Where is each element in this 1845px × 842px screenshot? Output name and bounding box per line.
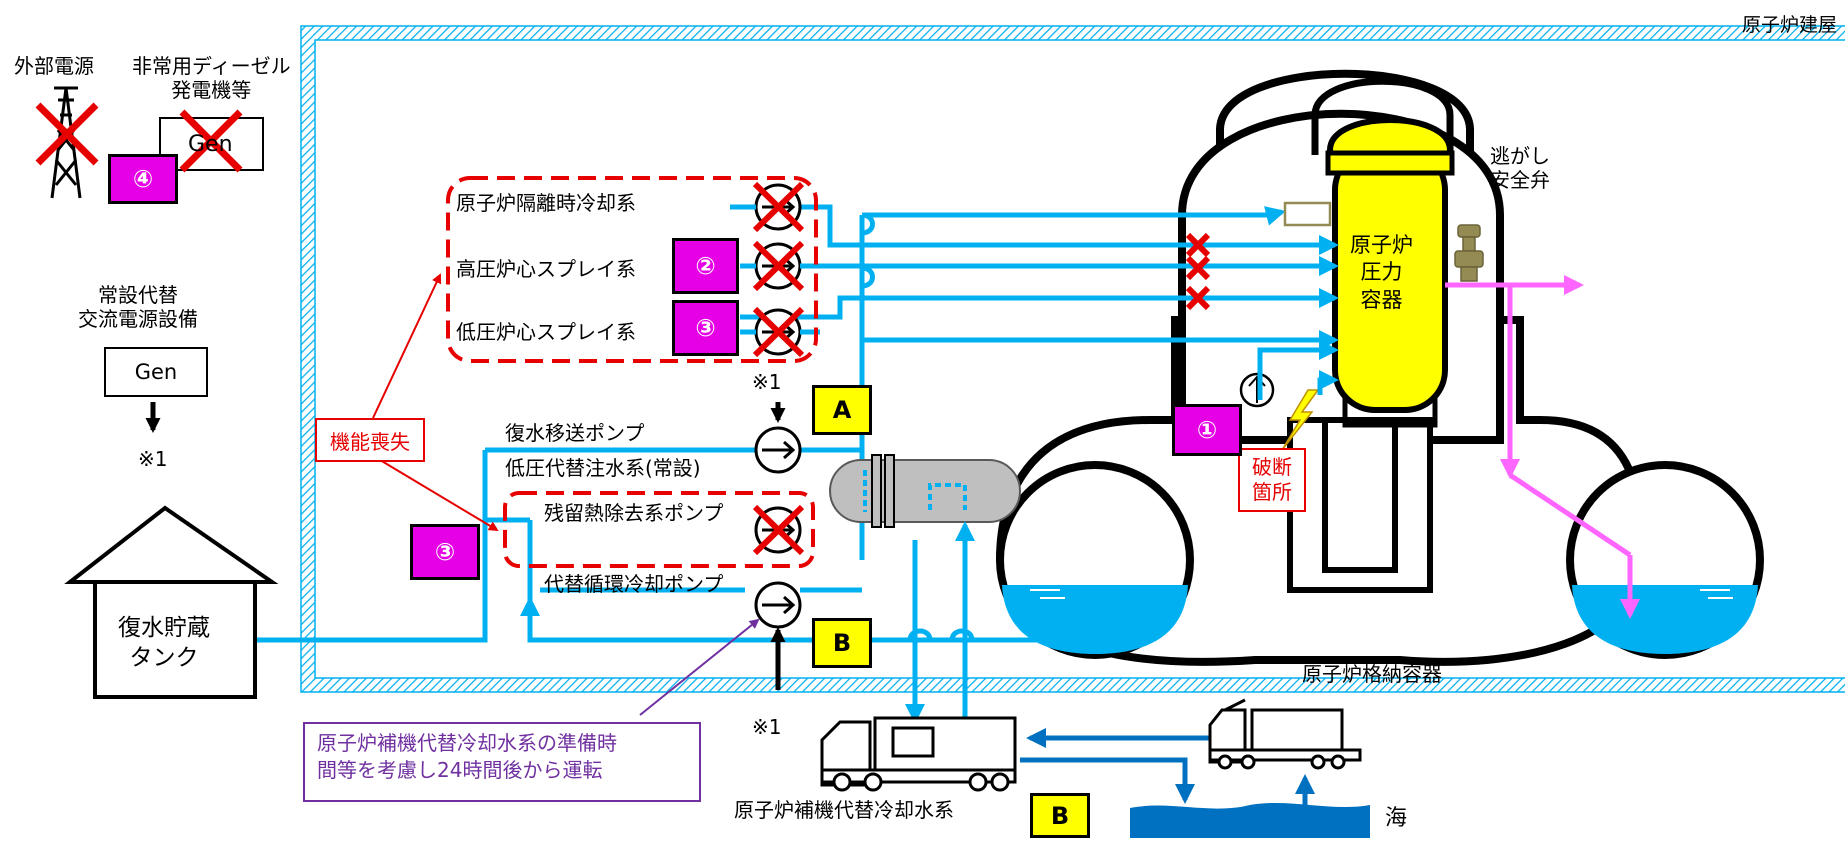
aux-cooling-lines (905, 521, 975, 724)
lpcs-system-label: 低圧炉心スプレイ系 (456, 320, 636, 344)
suppression-pool-water (1002, 585, 1758, 654)
pcv-label: 原子炉格納容器 (1302, 662, 1442, 686)
dome-steam-piping (1311, 77, 1454, 155)
sea-label: 海 (1385, 806, 1408, 831)
note-arrow (639, 618, 760, 716)
badge-3-rhr: ③ (410, 524, 480, 580)
permanent-ac-label: 常設代替 交流電源設備 (78, 283, 198, 331)
relief-valve-label: 逃がし 安全弁 (1490, 144, 1550, 192)
badge-4: ④ (108, 154, 178, 204)
sea-water (1130, 802, 1370, 838)
loss-of-function-arrows (372, 273, 499, 532)
ref-mark-top: ※1 (752, 370, 782, 394)
failure-x-icon (752, 181, 805, 556)
pedestal (1287, 417, 1433, 593)
aux-cooling-system-label: 原子炉補機代替冷却水系 (734, 798, 954, 822)
failure-x-icon (1185, 232, 1211, 311)
rpv-label: 原子炉 圧力 容器 (1350, 233, 1413, 312)
power-feed-arrows (145, 402, 786, 690)
truck-icon (820, 716, 1017, 792)
rhr-pump-label: 残留熱除去系ポンプ (544, 501, 724, 525)
permanent-gen-box: Gen (104, 347, 208, 397)
route-a-badge: A (812, 385, 872, 435)
failed-systems-box (446, 176, 818, 568)
transmission-tower-icon (50, 86, 82, 199)
heat-exchanger-icon (829, 454, 1021, 528)
reactor-building-label: 原子炉建屋 (1742, 14, 1838, 36)
ric-system-label: 原子炉隔離時冷却系 (456, 191, 636, 215)
badge-2: ② (672, 238, 739, 294)
emergency-diesel-label: 非常用ディーゼル 発電機等 (132, 54, 291, 102)
break-location-label: 破断 箇所 (1238, 448, 1306, 512)
route-b-badge-aux: B (1030, 793, 1090, 838)
aux-cooling-note: 原子炉補機代替冷却水系の準備時 間等を考慮し24時間後から運転 (303, 722, 701, 802)
badge-3-lpcs: ③ (672, 300, 739, 356)
condensate-pump-label: 復水移送ポンプ (505, 421, 645, 445)
lp-alt-injection-label: 低圧代替注水系(常設) (505, 456, 701, 480)
failure-x-icon (35, 102, 243, 173)
break-pump-icon (1239, 372, 1275, 408)
ref-mark-bottom: ※1 (752, 715, 782, 739)
diesel-gen-text: Gen (188, 132, 233, 157)
sea-lines (1020, 728, 1315, 808)
rpv-vessel (1325, 117, 1455, 428)
external-power-label: 外部電源 (14, 54, 94, 78)
ric-valve (1283, 201, 1332, 227)
route-b-badge: B (812, 618, 872, 668)
condensate-tank-label: 復水貯蔵 タンク (118, 615, 210, 671)
alt-circ-pump-label: 代替循環冷却ポンプ (544, 572, 724, 596)
hpcs-system-label: 高圧炉心スプレイ系 (456, 257, 636, 281)
steam-relief-line (1445, 275, 1640, 619)
badge-1: ① (1172, 404, 1242, 456)
truck-icon-sea (1208, 698, 1362, 770)
lightning-icon (1281, 389, 1320, 451)
reactor-building-frame (300, 25, 1845, 693)
condensate-tank-icon (64, 505, 279, 699)
ref-mark-power: ※1 (138, 447, 168, 471)
loss-of-function-label: 機能喪失 (315, 418, 425, 462)
safety-valve-icon (1454, 224, 1484, 282)
